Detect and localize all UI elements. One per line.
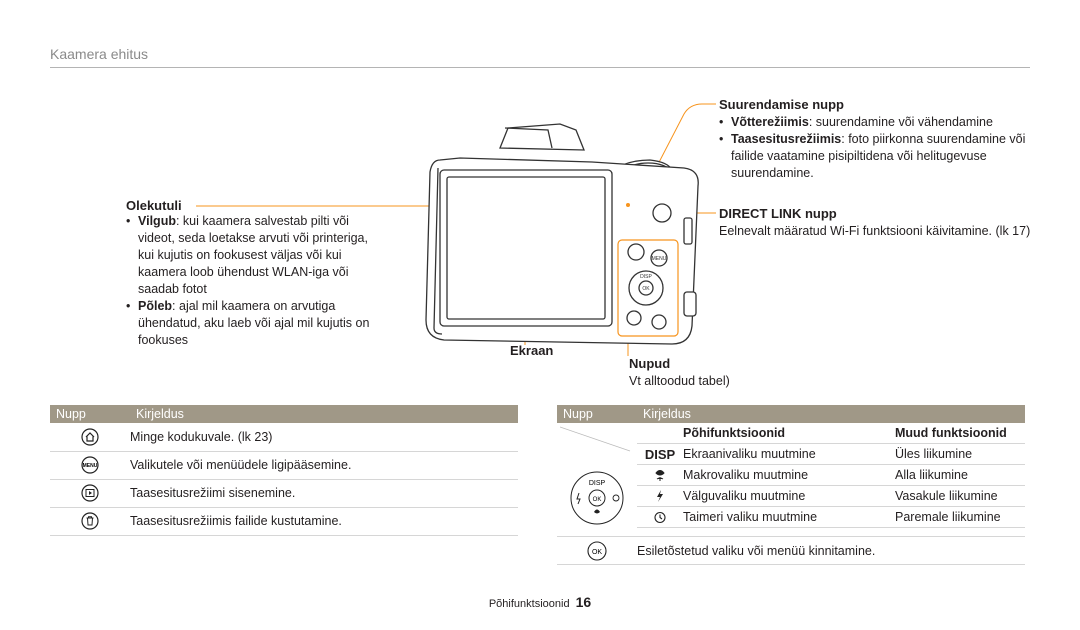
status-lamp-bullet-1: •Vilgub: kui kaamera salvestab pilti või…	[126, 214, 368, 296]
footer-section: Põhifunktsioonid	[488, 598, 570, 610]
dial-disp-text: DISP	[589, 480, 606, 487]
flash-icon	[637, 485, 683, 507]
dial-macro-icon	[594, 509, 600, 514]
row-other: Alla liikumine	[895, 464, 1025, 486]
dial-flash-icon	[576, 492, 581, 505]
table-row: Makrovaliku muutmine Alla liikumine	[637, 464, 1025, 486]
camera-button-marks: DISP OK MENU	[640, 256, 667, 292]
cam-menu-text: MENU	[652, 256, 667, 262]
row-description: Taasesitusrežiimis failide kustutamine.	[130, 507, 518, 536]
bullet-text: : suurendamine või vähendamine	[808, 115, 993, 129]
table-row: OK Esiletõstetud valiku või menüü kinnit…	[557, 536, 1025, 565]
bullet-term: Taasesitusrežiimis	[731, 132, 842, 146]
row-description: Minge kodukuvale. (lk 23)	[130, 423, 518, 452]
table-row: Taasesitusrežiimi sisenemine.	[50, 479, 518, 508]
disp-icon: DISP	[637, 443, 683, 465]
ok-icon: OK	[557, 536, 637, 565]
status-lamp	[626, 203, 630, 207]
col-header-nupp: Nupp	[50, 405, 130, 423]
bullet-term: Võtterežiimis	[731, 115, 809, 129]
row-basic: Välguvaliku muutmine	[683, 485, 895, 507]
table-row: Minge kodukuvale. (lk 23)	[50, 423, 518, 452]
playback-icon	[50, 479, 130, 508]
bullet-term: Vilgub	[138, 214, 176, 228]
bullet-term: Põleb	[138, 299, 173, 313]
zoom-title: Suurendamise nupp	[719, 97, 844, 112]
menu-icon: MENU	[50, 451, 130, 480]
screen-label: Ekraan	[510, 343, 554, 358]
buttons-text: Vt alltoodud tabel)	[629, 374, 730, 388]
timer-icon	[637, 506, 683, 528]
table-row: Taimeri valiku muutmine Paremale liikumi…	[637, 506, 1025, 528]
svg-text:MENU: MENU	[83, 463, 98, 469]
table-row: Taasesitusrežiimis failide kustutamine.	[50, 507, 518, 536]
dial-cell: DISP OK	[557, 423, 637, 537]
header-rule	[50, 67, 1030, 68]
row-other: Vasakule liikumine	[895, 485, 1025, 507]
dial-illustration: DISP OK	[559, 426, 631, 525]
camera-body	[425, 123, 699, 345]
zoom-bullet-2: •Taasesitusrežiimis: foto piirkonna suur…	[719, 132, 1026, 180]
status-lamp-title: Olekutuli	[126, 198, 182, 213]
dial-timer-icon	[612, 494, 620, 502]
row-basic: Ekraanivaliku muutmine	[683, 443, 895, 465]
buttons-table-2: Nupp Kirjeldus DISP OK Põhifunktsioonid …	[557, 405, 1025, 565]
table-header-row: Nupp Kirjeldus	[557, 405, 1025, 423]
row-other: Üles liikumine	[895, 443, 1025, 465]
page-header-title: Kaamera ehitus	[50, 46, 149, 62]
direct-link-text: Eelnevalt määratud Wi-Fi funktsiooni käi…	[719, 224, 1031, 238]
function-subtable: Põhifunktsioonid Muud funktsioonid DISP …	[637, 423, 1025, 528]
status-lamp-bullet-2: •Põleb: ajal mil kaamera on arvutiga ühe…	[126, 299, 370, 347]
col-header-kirjeldus: Kirjeldus	[637, 405, 1025, 423]
subheader-other: Muud funktsioonid	[895, 423, 1025, 444]
cam-ok-text: OK	[642, 286, 650, 292]
row-basic: Taimeri valiku muutmine	[683, 506, 895, 528]
page-number: 16	[575, 594, 592, 610]
row-other: Paremale liikumine	[895, 506, 1025, 528]
subheader-basic: Põhifunktsioonid	[683, 423, 895, 444]
buttons-table-1: Nupp Kirjeldus Minge kodukuvale. (lk 23)…	[50, 405, 518, 536]
table-row: DISP Ekraanivaliku muutmine Üles liikumi…	[637, 443, 1025, 465]
direct-link-title: DIRECT LINK nupp	[719, 206, 837, 221]
page-footer: Põhifunktsioonid 16	[0, 594, 1080, 610]
macro-icon	[637, 464, 683, 486]
row-description: Valikutele või menüüdele ligipääsemine.	[130, 451, 518, 480]
col-header-nupp: Nupp	[557, 405, 637, 423]
home-icon	[50, 423, 130, 452]
table-row: Välguvaliku muutmine Vasakule liikumine	[637, 485, 1025, 507]
table-row: MENU Valikutele või menüüdele ligipääsem…	[50, 451, 518, 480]
zoom-bullet-1: •Võtterežiimis: suurendamine või vähenda…	[719, 115, 993, 129]
buttons-title: Nupud	[629, 356, 671, 371]
bullet-text: : ajal mil kaamera on arvutiga ühendatud…	[138, 299, 370, 347]
col-header-kirjeldus: Kirjeldus	[130, 405, 518, 423]
table-row: DISP OK Põhifunktsioonid Muud funktsioon…	[557, 423, 1025, 537]
bullet-text: : kui kaamera salvestab pilti või videot…	[138, 214, 368, 296]
ok-icon-text: OK	[592, 549, 602, 556]
table-header-row: Nupp Kirjeldus	[50, 405, 518, 423]
row-description: Taasesitusrežiimi sisenemine.	[130, 479, 518, 508]
cam-disp-text: DISP	[640, 274, 652, 280]
camera-illustration: DISP OK MENU	[196, 103, 716, 356]
bullet-text: : foto piirkonna suurendamine või failid…	[731, 132, 1026, 180]
dial-ok-text: OK	[593, 497, 602, 503]
row-basic: Makrovaliku muutmine	[683, 464, 895, 486]
trash-icon	[50, 507, 130, 536]
row-description: Esiletõstetud valiku või menüü kinnitami…	[637, 536, 1025, 565]
